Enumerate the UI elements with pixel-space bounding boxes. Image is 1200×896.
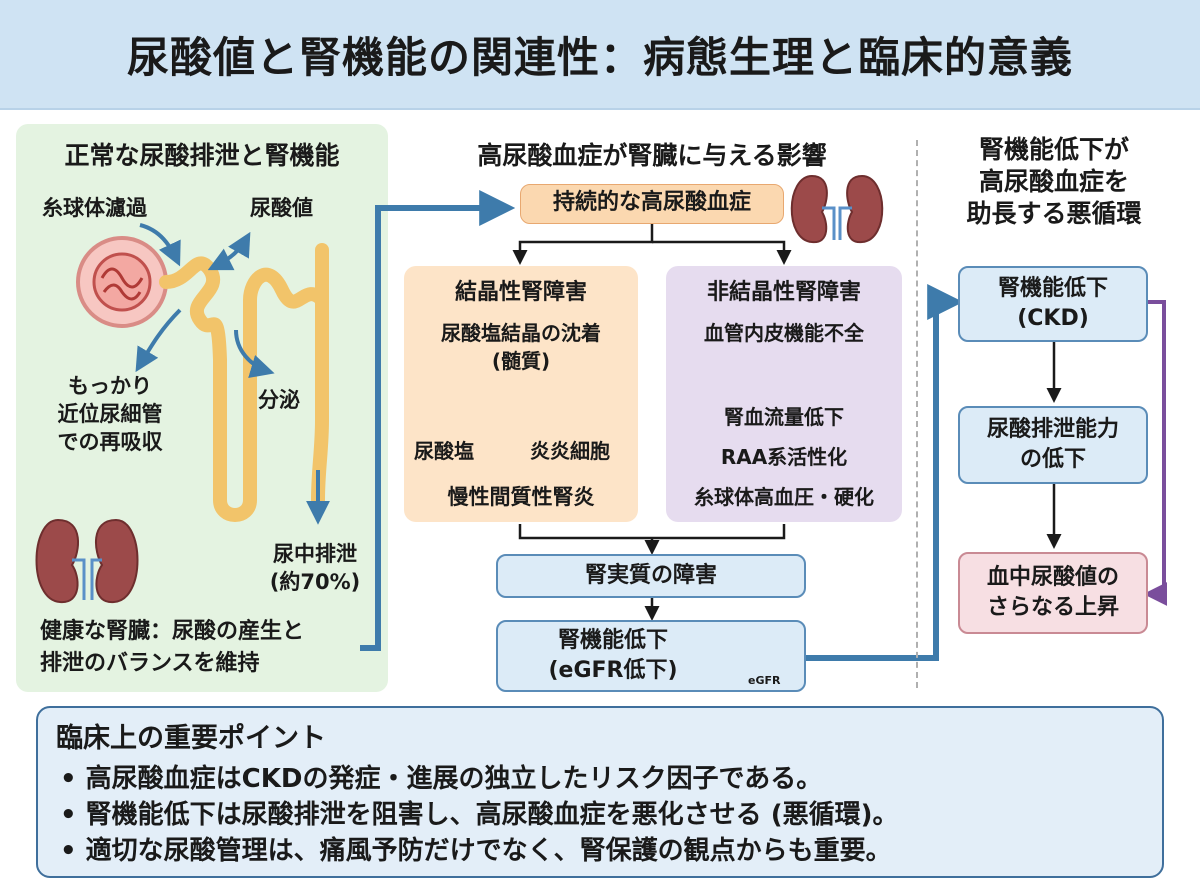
secretion-label: 分泌 bbox=[258, 388, 300, 412]
crystal-deposit-text: 尿酸塩結晶の沈着 bbox=[441, 321, 601, 345]
healthy-kidney-caption: 健康な腎臓：尿酸の産生と 排泄のバランスを維持 bbox=[40, 619, 305, 676]
chronic-interstitial-nephritis-text: 慢性間質性腎炎 bbox=[447, 485, 595, 509]
key-point-item: • 腎機能低下は尿酸排泄を阻害し、高尿酸血症を悪化させる (悪循環)。 bbox=[60, 800, 899, 830]
uric-value-label: 尿酸値 bbox=[250, 196, 313, 220]
page-title: 尿酸値と腎機能の関連性：病態生理と臨床的意義 bbox=[126, 33, 1073, 82]
glomerular-hypertension-text: 糸球体高血圧・硬化 bbox=[694, 485, 874, 509]
parenchyma-damage-box: 腎実質の障害 bbox=[496, 554, 806, 598]
crystal-injury-panel bbox=[404, 266, 638, 522]
section-divider bbox=[916, 140, 918, 688]
excretion-capacity-box: 尿酸排泄能力 の低下 bbox=[958, 406, 1148, 484]
reabsorption-label: もっかり 近位尿細管 での再吸収 bbox=[57, 374, 163, 454]
egfr-gauge-label: eGFR bbox=[748, 674, 781, 687]
middle-heading: 高尿酸血症が腎臓に与える影響 bbox=[477, 141, 827, 170]
uric-acid-rise-box: 血中尿酸値の さらなる上昇 bbox=[958, 552, 1148, 634]
raa-activation-text: RAA系活性化 bbox=[720, 445, 848, 469]
noncrystal-injury-panel bbox=[666, 266, 902, 522]
noncrystal-injury-title: 非結晶性腎障害 bbox=[706, 280, 861, 305]
key-point-item: • 適切な尿酸管理は、痛風予防だけでなく、腎保護の観点からも重要。 bbox=[60, 836, 892, 866]
key-points-heading: 臨床上の重要ポイント bbox=[56, 723, 326, 754]
left-heading: 正常な尿酸排泄と腎機能 bbox=[64, 141, 340, 170]
kidney-icon bbox=[790, 174, 884, 244]
renal-blood-flow-text: 腎血流量低下 bbox=[724, 405, 844, 429]
key-points-box: 臨床上の重要ポイント • 高尿酸血症はCKDの発症・進展の独立したリスク因子であ… bbox=[36, 706, 1164, 878]
right-heading: 腎機能低下が 高尿酸血症を 助長する悪循環 bbox=[966, 135, 1142, 228]
endothelial-dysfunction-text: 血管内皮機能不全 bbox=[704, 321, 864, 345]
inflammatory-cells-label: 炎炎細胞 bbox=[530, 439, 610, 463]
ckd-box: 腎機能低下 (CKD) bbox=[958, 266, 1148, 342]
crystal-injury-title: 結晶性腎障害 bbox=[454, 280, 587, 305]
glomerular-filtration-label: 糸球体濾過 bbox=[42, 196, 147, 220]
title-bar: 尿酸値と腎機能の関連性：病態生理と臨床的意義 bbox=[0, 0, 1200, 110]
persistent-hyperuricemia-box: 持続的な高尿酸血症 bbox=[520, 184, 784, 224]
glomerulus-icon bbox=[76, 236, 168, 328]
key-point-item: • 高尿酸血症はCKDの発症・進展の独立したリスク因子である。 bbox=[60, 764, 823, 794]
medulla-text: (髄質) bbox=[491, 349, 551, 373]
urate-label: 尿酸塩 bbox=[414, 439, 474, 463]
urinary-excretion-label: 尿中排泄 (約70%) bbox=[269, 542, 361, 594]
renal-decline-box: 腎機能低下 (eGFR低下) eGFR bbox=[496, 620, 806, 692]
healthy-kidney-icon bbox=[35, 518, 139, 604]
